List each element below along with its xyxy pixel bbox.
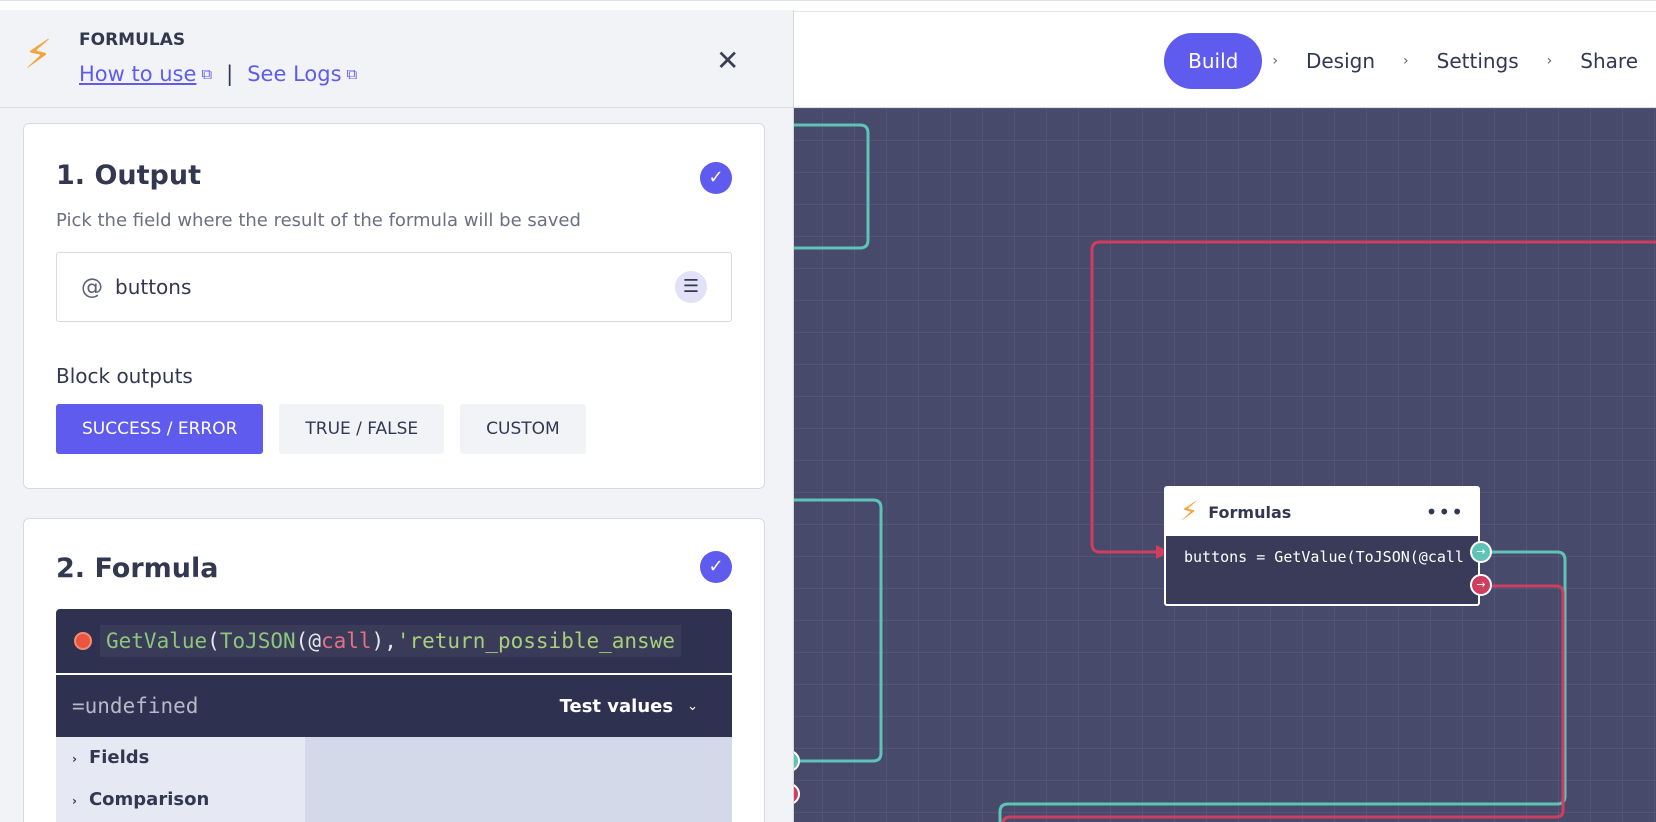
output-field-value: buttons [115, 275, 192, 299]
external-link-icon: ⧉ [201, 65, 213, 83]
formula-code[interactable]: GetValue(ToJSON(@call),'return_possible_… [100, 625, 681, 657]
chevron-down-icon: ⌄ [687, 698, 698, 714]
step-build[interactable]: Build [1164, 33, 1263, 89]
node-header: ⚡ Formulas ••• [1166, 488, 1478, 536]
connector-teal-top [790, 123, 870, 250]
external-link-icon: ⧉ [346, 65, 358, 83]
at-icon: @ [81, 274, 103, 300]
chevron-right-icon: › [1272, 53, 1278, 69]
check-circle-icon: ✓ [700, 551, 732, 583]
step-settings[interactable]: Settings [1436, 49, 1519, 73]
list-icon[interactable]: ☰ [675, 271, 707, 303]
panel-title: FORMULAS [79, 30, 186, 50]
check-circle-icon: ✓ [700, 162, 732, 194]
block-outputs-label: Block outputs [56, 364, 193, 388]
formula-title: 2. Formula [56, 553, 219, 584]
output-subtitle: Pick the field where the result of the f… [56, 210, 581, 231]
category-fields[interactable]: › Fields [56, 737, 305, 779]
top-divider [0, 11, 1656, 12]
close-icon[interactable]: ✕ [716, 44, 740, 77]
formula-result-bar: =undefined Test values ⌄ [56, 675, 732, 737]
bolt-icon: ⚡ [24, 32, 53, 78]
formula-result: =undefined [72, 694, 199, 718]
connector-red-input [1090, 240, 1656, 554]
formulas-node[interactable]: ⚡ Formulas ••• buttons = GetValue(ToJSON… [1164, 486, 1480, 606]
error-port[interactable]: → [1470, 574, 1492, 596]
category-label: Comparison [88, 789, 210, 810]
code-token: call [320, 629, 372, 653]
panel-header: ⚡ FORMULAS How to use ⧉ | See Logs ⧉ ✕ [0, 10, 793, 108]
step-nav: Build › Design › Settings › Share [1164, 33, 1656, 89]
category-comparison[interactable]: › Comparison [56, 779, 305, 821]
custom-button[interactable]: CUSTOM [460, 404, 586, 454]
function-detail-pane [305, 737, 732, 822]
chevron-right-icon: › [1546, 53, 1553, 69]
test-values-toggle[interactable]: Test values [559, 695, 674, 717]
step-design[interactable]: Design [1305, 49, 1376, 73]
how-to-use-link[interactable]: How to use [79, 62, 197, 86]
formula-editor[interactable]: GetValue(ToJSON(@call),'return_possible_… [56, 609, 732, 673]
output-field[interactable]: @ buttons ☰ [56, 252, 732, 322]
chevron-right-icon: › [72, 752, 77, 766]
function-categories: › Fields › Comparison [56, 737, 305, 822]
connections [790, 123, 1656, 822]
code-token: ), [371, 629, 397, 653]
flow-canvas[interactable]: ⚡ Formulas ••• buttons = GetValue(ToJSON… [790, 108, 1656, 822]
output-card: 1. Output ✓ Pick the field where the res… [23, 123, 765, 489]
chevron-right-icon: › [1403, 53, 1409, 69]
see-logs-link[interactable]: See Logs [247, 62, 342, 86]
bolt-icon: ⚡ [1180, 497, 1199, 527]
code-token: (@ [295, 629, 321, 653]
output-title: 1. Output [56, 160, 201, 191]
formula-card: 2. Formula ✓ GetValue(ToJSON(@call),'ret… [23, 518, 765, 822]
node-title: Formulas [1208, 502, 1292, 522]
block-outputs-group: SUCCESS / ERROR TRUE / FALSE CUSTOM [56, 404, 602, 454]
more-horizontal-icon[interactable]: ••• [1425, 500, 1464, 524]
connector-red-output [1001, 584, 1565, 822]
code-token: ToJSON [219, 629, 296, 653]
node-formula: buttons = GetValue(ToJSON(@call [1184, 548, 1464, 566]
code-token: 'return_possible_answe [396, 629, 675, 653]
category-label: Fields [88, 747, 150, 768]
code-token: GetValue [106, 629, 208, 653]
formula-panel: ⚡ FORMULAS How to use ⧉ | See Logs ⧉ ✕ 1… [0, 10, 794, 822]
true-false-button[interactable]: TRUE / FALSE [279, 404, 445, 454]
step-share[interactable]: Share [1580, 49, 1638, 73]
panel-links: How to use ⧉ | See Logs ⧉ [79, 62, 357, 86]
error-dot-icon [74, 632, 92, 650]
code-token: ( [207, 629, 220, 653]
connector-teal-middle [790, 498, 883, 763]
chevron-right-icon: › [72, 794, 77, 808]
success-port[interactable]: → [1470, 541, 1492, 563]
success-error-button[interactable]: SUCCESS / ERROR [56, 404, 264, 454]
arrow-head [1156, 545, 1170, 559]
link-separator: | [226, 62, 234, 86]
